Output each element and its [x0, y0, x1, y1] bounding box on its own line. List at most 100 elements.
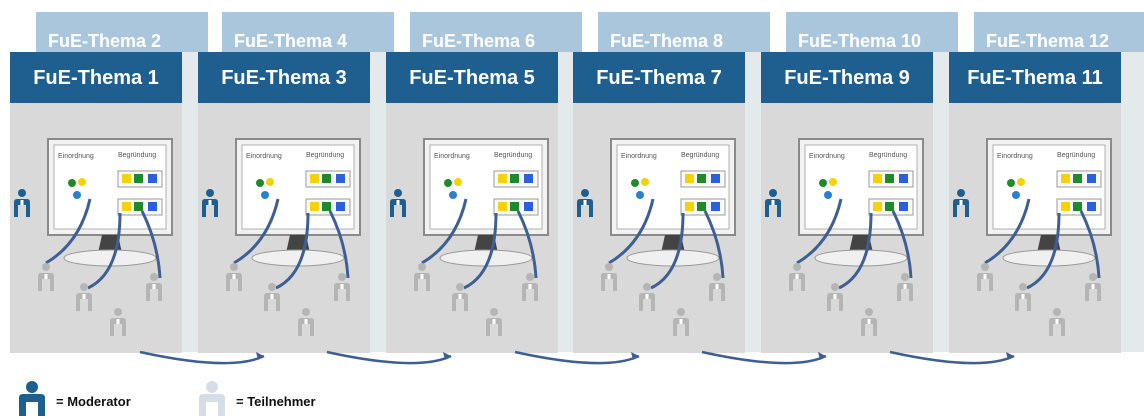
topic-dot — [444, 179, 452, 187]
participant-icon — [861, 308, 877, 336]
screen-right-header: Begründung — [118, 152, 156, 159]
reason-card — [134, 202, 143, 211]
participant-icon — [1049, 308, 1065, 336]
topic-dot — [819, 179, 827, 187]
contribution-arrow — [421, 198, 468, 265]
participant-icon — [673, 308, 689, 336]
front-topic-panel: Einordnung Begründung — [949, 103, 1121, 353]
contribution-arrow — [463, 212, 498, 290]
contribution-arrow — [838, 212, 873, 290]
workshop-scene: Einordnung Begründung — [577, 138, 736, 336]
moderator-legend-icon — [19, 381, 45, 416]
screen-left-header: Einordnung — [434, 153, 470, 160]
participant-icon — [486, 308, 502, 336]
topic-dot — [78, 178, 86, 186]
workshop-scene: Einordnung Begründung — [390, 138, 549, 336]
topic-dot — [824, 191, 832, 199]
reason-card — [322, 174, 331, 183]
participant-icon — [334, 273, 350, 301]
screen-left-header: Einordnung — [246, 153, 282, 160]
flow-arrowhead — [631, 352, 639, 360]
reason-card — [685, 174, 694, 183]
topic-dot — [1017, 178, 1025, 186]
topic-dot — [73, 191, 81, 199]
front-topic-panel: Einordnung Begründung — [761, 103, 933, 353]
participant-icon — [452, 283, 468, 311]
screen-left-header: Einordnung — [58, 153, 94, 160]
reason-card — [134, 174, 143, 183]
screen-left-header: Einordnung — [809, 153, 845, 160]
screen-left-header: Einordnung — [997, 153, 1033, 160]
topic-dot — [1007, 179, 1015, 187]
screen-right-header: Begründung — [494, 152, 532, 159]
contribution-arrow — [328, 210, 350, 279]
reason-card — [697, 174, 706, 183]
screen-left-header: Einordnung — [621, 153, 657, 160]
moderator-icon — [390, 189, 406, 217]
front-topic-header: FuE-Thema 7 — [573, 52, 745, 103]
contribution-arrow — [233, 198, 280, 265]
front-topic-header: FuE-Thema 9 — [761, 52, 933, 103]
screen-right-header: Begründung — [1057, 152, 1095, 159]
reason-card — [899, 174, 908, 183]
front-topic-panel: Einordnung Begründung — [10, 103, 182, 353]
moderator-icon — [14, 189, 30, 217]
reason-card — [697, 202, 706, 211]
workshop-scene: Einordnung Begründung — [14, 138, 173, 336]
reason-card — [148, 174, 157, 183]
contribution-arrow — [608, 198, 655, 265]
participant-icon — [639, 283, 655, 311]
topic-dot — [1012, 191, 1020, 199]
front-topic-header: FuE-Thema 5 — [386, 52, 558, 103]
reason-card — [336, 202, 345, 211]
front-topic-panel: Einordnung Begründung — [386, 103, 558, 353]
reason-card — [322, 202, 331, 211]
back-topic-header: FuE-Thema 4 — [222, 12, 394, 52]
contribution-arrow — [140, 210, 162, 279]
back-topic-header: FuE-Thema 12 — [974, 12, 1144, 52]
topic-dot — [636, 191, 644, 199]
participant-icon — [226, 263, 242, 291]
participant-icon — [146, 273, 162, 301]
topic-dot — [631, 179, 639, 187]
topic-dot — [454, 178, 462, 186]
screen-right-header: Begründung — [869, 152, 907, 159]
reason-card — [1073, 202, 1082, 211]
contribution-arrow — [516, 210, 538, 279]
reason-card — [122, 174, 131, 183]
contribution-arrow — [984, 198, 1031, 265]
reason-card — [711, 174, 720, 183]
flow-arrow — [139, 350, 265, 365]
topic-dot — [68, 179, 76, 187]
topic-dot — [261, 191, 269, 199]
reason-card — [1087, 174, 1096, 183]
reason-card — [510, 202, 519, 211]
moderator-icon — [765, 189, 781, 217]
workshop-scene: Einordnung Begründung — [765, 138, 924, 336]
participant-icon — [709, 273, 725, 301]
reason-card — [310, 174, 319, 183]
reason-card — [310, 202, 319, 211]
participant-icon — [601, 263, 617, 291]
front-topic-panel: Einordnung Begründung — [573, 103, 745, 353]
screen-right-header: Begründung — [681, 152, 719, 159]
front-topic-header: FuE-Thema 3 — [198, 52, 370, 103]
reason-card — [148, 202, 157, 211]
legend-moderator-label: = Moderator — [56, 394, 131, 409]
reason-card — [524, 174, 533, 183]
moderator-icon — [953, 189, 969, 217]
reason-card — [510, 174, 519, 183]
flow-arrowhead — [1006, 352, 1014, 360]
topic-dot — [829, 178, 837, 186]
contribution-arrow — [796, 198, 843, 265]
participant-icon — [110, 308, 126, 336]
reason-card — [711, 202, 720, 211]
workshop-scene: Einordnung Begründung — [202, 138, 361, 336]
screen-right-header: Begründung — [306, 152, 344, 159]
contribution-arrow — [650, 212, 685, 290]
reason-card — [885, 202, 894, 211]
flow-arrowhead — [818, 352, 826, 360]
back-topic-header: FuE-Thema 10 — [786, 12, 958, 52]
moderator-icon — [577, 189, 593, 217]
